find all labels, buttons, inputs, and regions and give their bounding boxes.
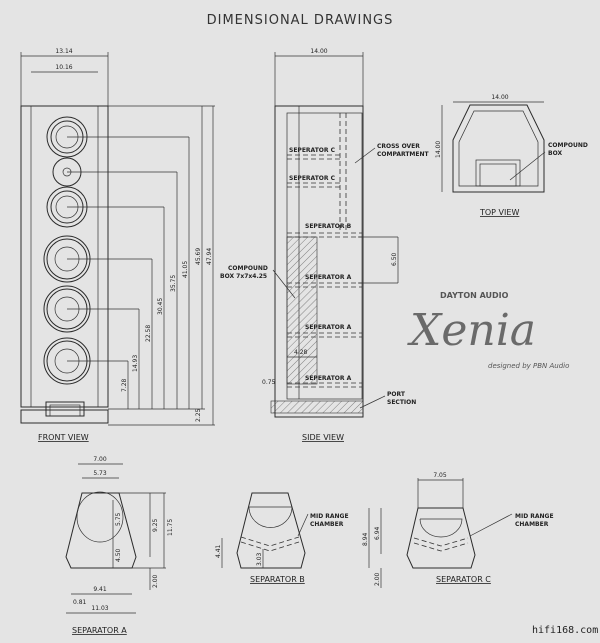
compound-label: BOX 7x7x4.25: [220, 273, 267, 280]
dim-30-45: 30.45: [157, 298, 164, 315]
separator-b-label: SEPARATOR B: [250, 575, 305, 584]
drivers: [43, 116, 91, 385]
top-view-label: TOP VIEW: [479, 208, 519, 217]
height-dimensions: 7.28 14.93 22.58 30.45 35.75 41.05 45.69…: [67, 105, 215, 426]
dim-h2: 3.03: [256, 552, 263, 566]
separator-label: SEPERATOR A: [305, 274, 352, 281]
watermark: hifi168.com: [532, 625, 598, 636]
dim-total: 11.75: [167, 519, 174, 536]
compound-label: COMPOUND: [228, 265, 268, 272]
dim-7-28: 7.28: [121, 378, 128, 392]
side-view-label: SIDE VIEW: [302, 433, 344, 442]
dim-14-93: 14.93: [132, 355, 139, 372]
chamber-label: MID RANGE: [515, 513, 554, 520]
dim-h2: 6.94: [374, 526, 381, 540]
dim-base-inner: 9.41: [93, 586, 107, 593]
dim-radius: 0.81: [73, 599, 87, 606]
page-title: DIMENSIONAL DRAWINGS: [207, 13, 394, 28]
separator-c: 7.05 8.94 6.94 2.00 MID RANGE CHAMBER SE…: [362, 472, 554, 588]
top-depth: 14.00: [435, 141, 442, 158]
dim-0-75: 0.75: [262, 379, 276, 386]
dim-h1: 4.41: [215, 544, 222, 558]
dim-top: 7.05: [433, 472, 447, 479]
compound-box: [286, 236, 318, 385]
separator-label: SEPERATOR C: [289, 175, 336, 182]
dim-base-outer: 11.03: [91, 605, 108, 612]
separator-label: SEPERATOR C: [289, 147, 336, 154]
separator-label: SEPERATOR B: [305, 223, 352, 230]
dim-41-05: 41.05: [182, 261, 189, 278]
dim-bottom: 2.00: [152, 574, 159, 588]
port-label: SECTION: [387, 399, 416, 406]
chamber-label: CHAMBER: [310, 521, 344, 528]
separator-label: SEPERATOR A: [305, 375, 352, 382]
port-section: [270, 400, 364, 414]
logo-brand: DAYTON AUDIO: [440, 291, 509, 300]
chamber-label: CHAMBER: [515, 521, 549, 528]
top-width: 14.00: [491, 94, 508, 101]
crossover-label: CROSS OVER: [377, 143, 420, 150]
separator-label: SEPERATOR A: [305, 324, 352, 331]
dim-lower: 4.50: [115, 548, 122, 562]
side-view: 14.00 SEPERATOR C SEPERATOR C SEPERATOR …: [220, 48, 429, 442]
front-width-outer: 13.14: [55, 48, 72, 55]
dim-mid: 9.25: [152, 518, 159, 532]
dim-h1: 8.94: [362, 532, 369, 546]
front-view-label: FRONT VIEW: [38, 433, 89, 442]
chamber-label: MID RANGE: [310, 513, 349, 520]
dim-top-outer: 7.00: [93, 456, 107, 463]
dim-2-25: 2.25: [195, 408, 202, 422]
dim-35-75: 35.75: [170, 275, 177, 292]
logo-tagline: designed by PBN Audio: [488, 362, 569, 370]
dim-bottom: 2.00: [374, 572, 381, 586]
top-compound-label: COMPOUND: [548, 142, 588, 149]
front-width-inner: 10.16: [55, 64, 72, 71]
side-depth: 14.00: [310, 48, 327, 55]
separator-c-label: SEPARATOR C: [436, 575, 491, 584]
top-compound-label: BOX: [548, 150, 562, 157]
separator-b: 4.41 3.03 MID RANGE CHAMBER SEPARATOR B: [215, 492, 349, 584]
dim-top-inner: 5.73: [93, 470, 107, 477]
front-view: 13.14 10.16 7.28 14.93 22.58 30.45 35.75: [20, 48, 215, 442]
top-view: 14.00 14.00 COMPOUND BOX TOP VIEW: [435, 94, 588, 217]
xenia-logo: DAYTON AUDIO Xenia designed by PBN Audio: [407, 291, 569, 370]
dim-circle: 5.75: [115, 512, 122, 526]
logo-name: Xenia: [407, 305, 536, 356]
dim-22-58: 22.58: [145, 325, 152, 342]
separator-a-label: SEPARATOR A: [72, 626, 127, 635]
dim-6-50: 6.50: [391, 252, 398, 266]
dim-4-28: 4.28: [294, 349, 308, 356]
dim-47-94: 47.94: [206, 248, 213, 265]
port-label: PORT: [387, 391, 406, 398]
crossover-label: COMPARTMENT: [377, 151, 429, 158]
dim-45-69: 45.69: [195, 248, 202, 265]
separator-a: 7.00 5.73 5.75 4.50 9.25 11.75 2.00 9.41…: [65, 456, 174, 635]
